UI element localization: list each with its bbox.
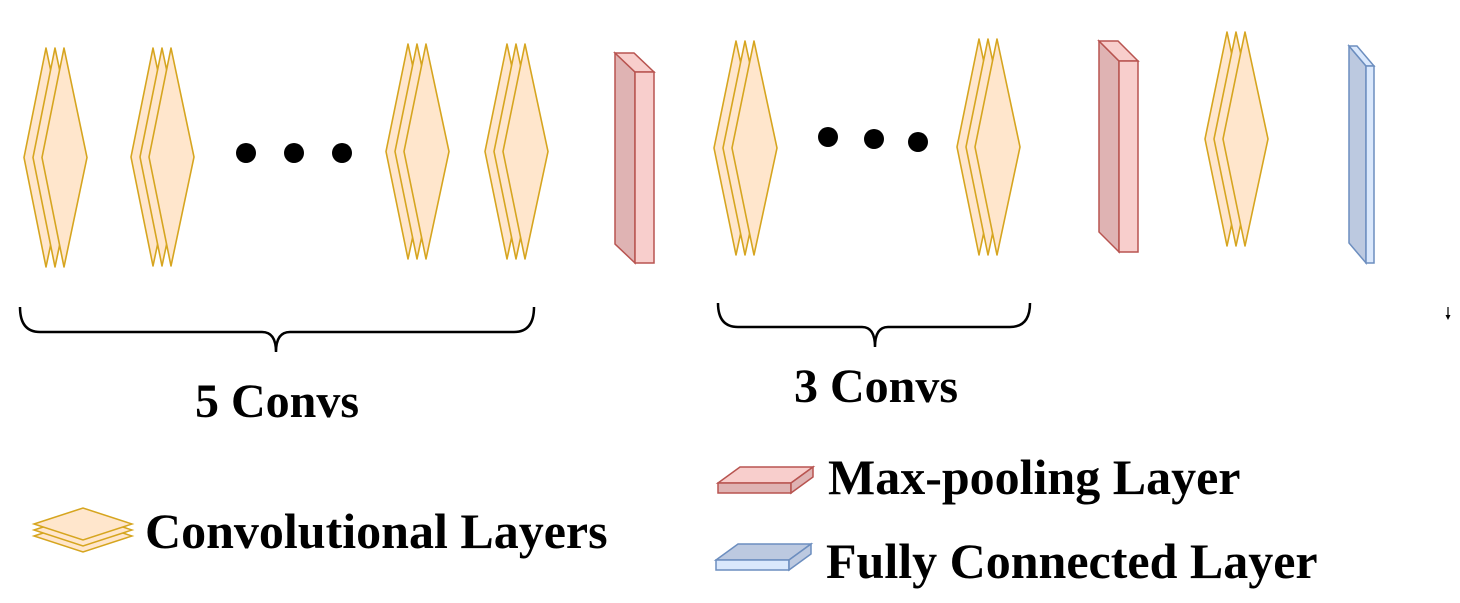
legend-fc-label: Fully Connected Layer (826, 533, 1318, 589)
curly-brace-icon (716, 302, 1032, 348)
layer-sequence (23, 31, 1376, 268)
ellipsis-icon (236, 143, 352, 163)
conv-layer-stack (1204, 31, 1269, 247)
conv-layer-stack (130, 47, 195, 267)
arrow-down-icon (1445, 307, 1451, 320)
group-label-5-convs: 5 Convs (195, 375, 359, 428)
legend-fc-icon (713, 542, 814, 572)
conv-layer-stack (956, 38, 1021, 256)
curly-brace-icon (18, 306, 536, 353)
conv-layer-stack (385, 43, 450, 260)
legend-pool-label: Max-pooling Layer (828, 449, 1240, 505)
group-label-3-convs: 3 Convs (794, 360, 958, 413)
max-pooling-layer (613, 51, 656, 265)
legend-conv-label: Convolutional Layers (145, 503, 608, 559)
conv-layer-stack (484, 43, 549, 260)
legend-conv-icon (31, 507, 135, 553)
conv-layer-stack (713, 40, 778, 256)
max-pooling-layer (1097, 39, 1140, 254)
ellipsis-icon (818, 127, 928, 152)
fully-connected-layer (1347, 43, 1376, 266)
conv-layer-stack (23, 47, 88, 268)
legend-pool-icon (715, 465, 816, 495)
